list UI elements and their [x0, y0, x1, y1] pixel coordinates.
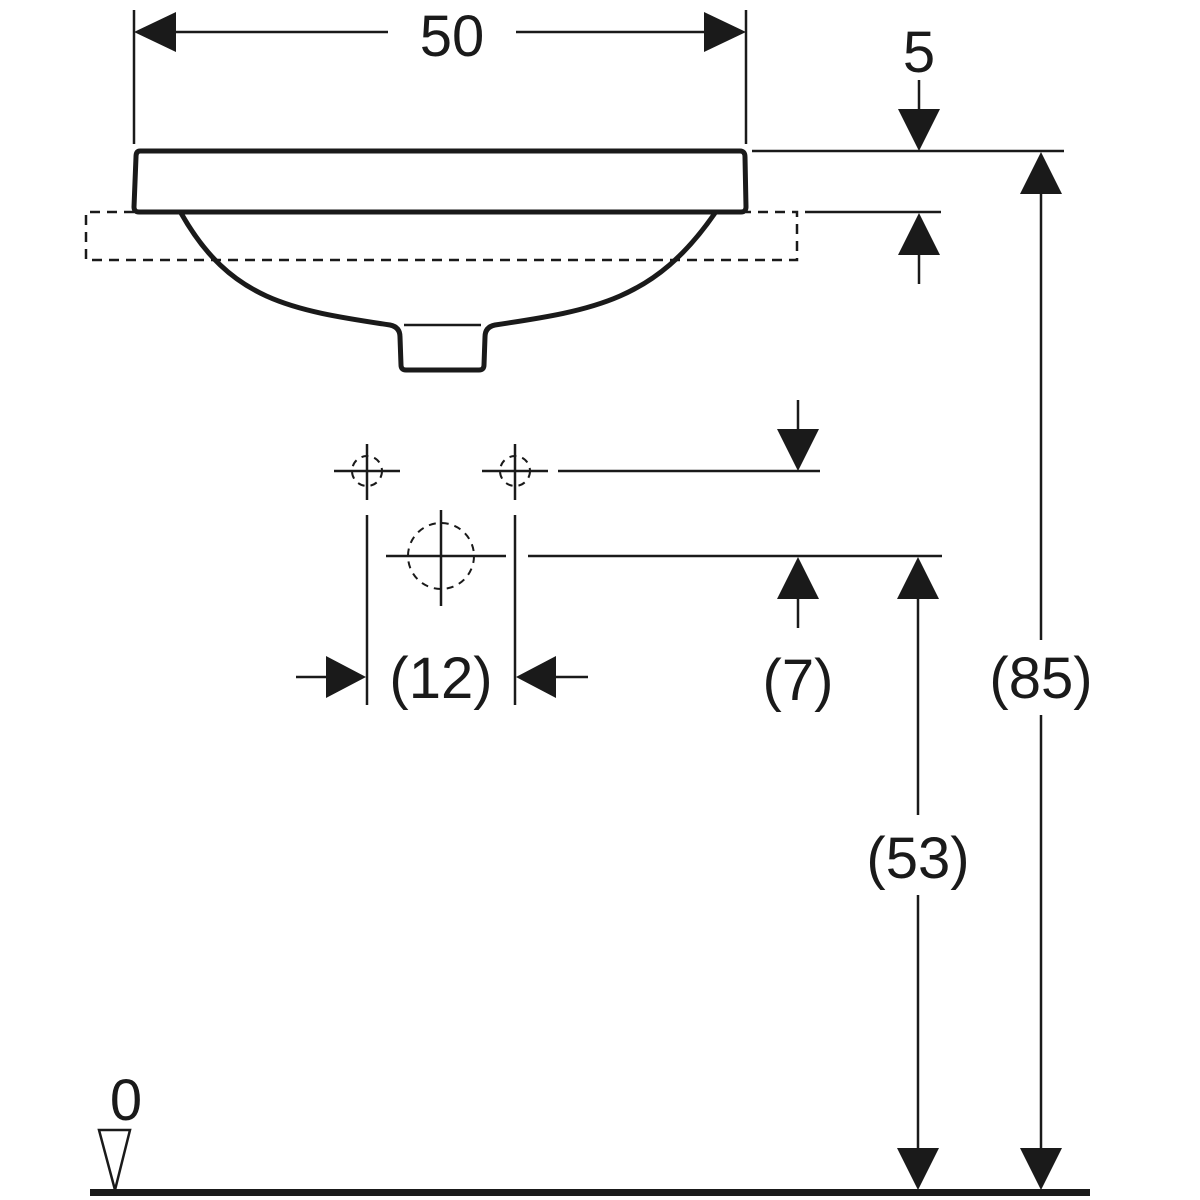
- total-height-dimension: (85): [989, 152, 1093, 1190]
- connection-spacing-dimension: (12): [296, 646, 588, 711]
- arrow-up-icon: [898, 213, 940, 255]
- floor-reference: 0: [90, 1068, 1090, 1196]
- width-label: 50: [420, 4, 485, 69]
- arrow-up-icon: [777, 557, 819, 599]
- arrow-up-icon: [897, 557, 939, 599]
- connection-spacing-label: (12): [389, 646, 492, 711]
- arrow-down-icon: [777, 429, 819, 471]
- water-connection-left: [334, 444, 400, 500]
- arrow-up-icon: [1020, 152, 1062, 194]
- rim-height-dimension: 5: [752, 20, 1064, 284]
- countertop-outline: [84, 210, 799, 262]
- arrow-down-icon: [1020, 1148, 1062, 1190]
- level-marker-icon: [97, 1128, 132, 1195]
- arrow-down-icon: [898, 109, 940, 151]
- floor-line: [90, 1189, 1090, 1196]
- rim-height-label: 5: [903, 20, 935, 85]
- connection-offset-dimension: (7): [763, 400, 834, 713]
- connection-offset-label: (7): [763, 648, 834, 713]
- water-connection-right: [482, 444, 548, 500]
- arrow-down-icon: [897, 1148, 939, 1190]
- drain-height-label: (53): [866, 826, 969, 891]
- total-height-label: (85): [989, 646, 1092, 711]
- width-dimension: 50: [132, 4, 748, 144]
- drain-connection: [386, 510, 506, 606]
- arrow-right-icon: [704, 12, 746, 52]
- arrow-left-icon: [134, 12, 176, 52]
- arrow-right-icon: [326, 656, 366, 698]
- arrow-left-icon: [516, 656, 556, 698]
- washbasin-outline: [131, 148, 749, 373]
- drain-height-dimension: (53): [866, 557, 970, 1190]
- floor-level-label: 0: [110, 1068, 142, 1133]
